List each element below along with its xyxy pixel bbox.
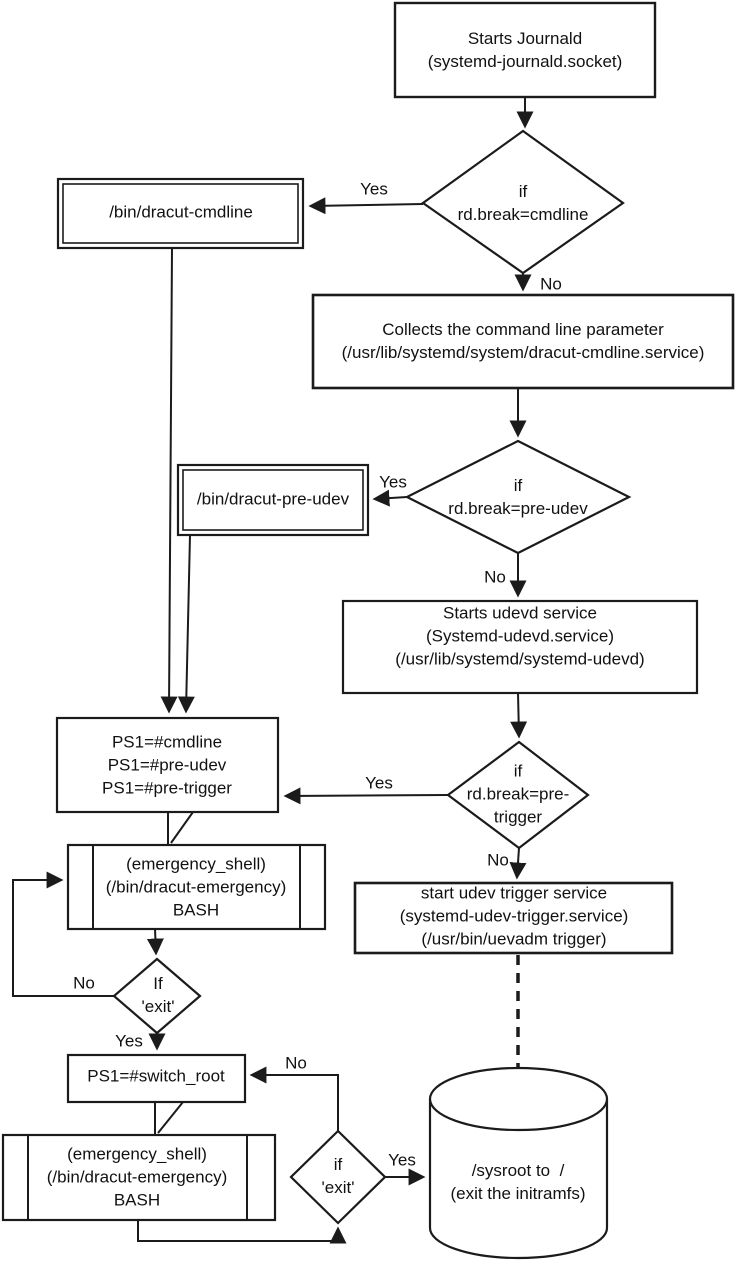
- dracut-pre-udev-box-inner: [182, 469, 364, 531]
- arrow-pre-udev-yes: [372, 489, 408, 507]
- exit-decision-2-shape: [289, 1129, 387, 1225]
- udevd-box-shape: [341, 599, 699, 695]
- collects-box-shape: [311, 293, 735, 390]
- callout-tail-ps1-right: [170, 811, 194, 844]
- arrow-exit1-no-loop: [12, 871, 114, 997]
- arrow-udevd-to-pre-trigger-decision: [510, 692, 528, 739]
- switch-root-box-shape: [66, 1053, 247, 1104]
- emergency-shell-2-box-shape: [1, 1133, 277, 1222]
- arrow-cmdline-yes: [308, 197, 424, 215]
- arrow-shell2-to-exit2: [137, 1220, 347, 1244]
- ps1-breakpoints-box-shape: [55, 716, 280, 814]
- udev-trigger-box-shape: [353, 881, 674, 955]
- arrow-dracut-pre-udev-to-ps1: [177, 534, 195, 714]
- emergency-shell-1-box-shape: [66, 843, 327, 931]
- callout-tail-switchroot-right: [157, 1101, 184, 1134]
- arrow-exit2-no-loop: [249, 1066, 339, 1131]
- cmdline-decision-shape: [421, 129, 625, 275]
- dracut-cmdline-box-inner: [62, 183, 299, 244]
- exit-decision-1-shape: [112, 957, 202, 1035]
- journald-box-shape: [393, 1, 657, 99]
- arrow-pre-trigger-no: [509, 847, 527, 880]
- arrow-pre-trigger-yes: [283, 787, 449, 805]
- connectors: [12, 97, 534, 1244]
- sysroot-cylinder-top: [428, 1066, 609, 1132]
- sysroot-cylinder-body: [428, 1099, 609, 1260]
- pre-udev-decision-shape: [404, 439, 632, 555]
- pre-trigger-decision-shape: [446, 740, 590, 850]
- arrow-dracut-cmdline-to-ps1: [160, 247, 178, 714]
- arrow-shell1-to-exit1: [146, 928, 164, 956]
